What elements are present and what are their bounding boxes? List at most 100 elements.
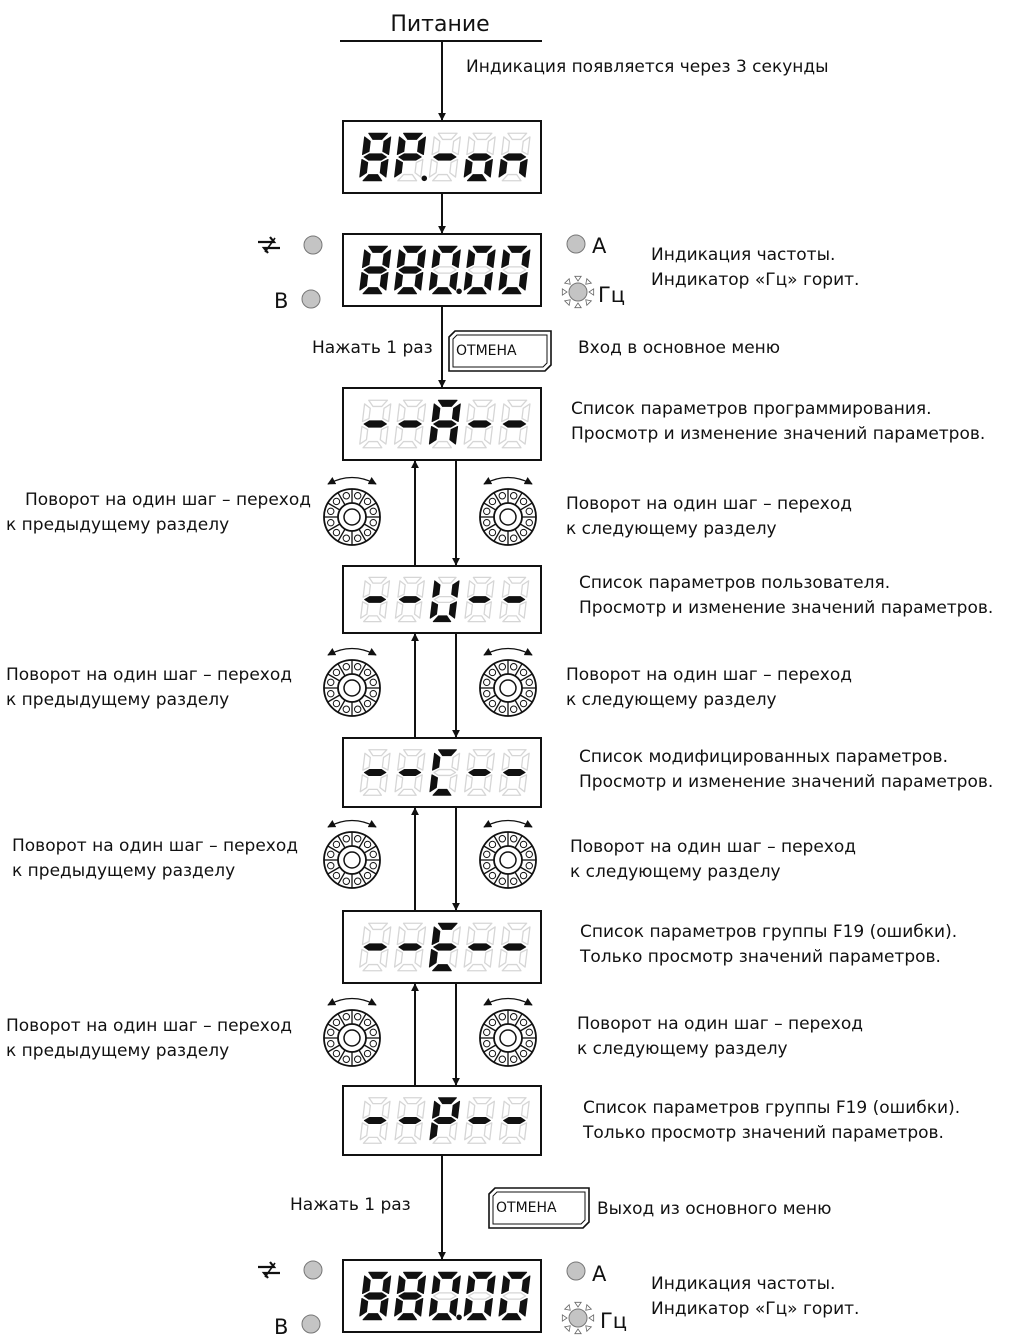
knob-next-2-grip <box>519 699 528 708</box>
segment-c <box>414 948 424 968</box>
knob-prev-4-grip <box>327 1028 335 1037</box>
segment-e <box>428 158 438 178</box>
ray <box>563 299 571 307</box>
segment-f <box>501 926 511 946</box>
rotate-prev-3-line-2: к предыдущему разделу <box>12 861 236 881</box>
knob-next-2-grip <box>488 699 497 708</box>
ray <box>574 275 582 282</box>
segment-b <box>521 249 531 269</box>
segment-e <box>394 158 403 178</box>
segment-e <box>394 271 403 291</box>
display-pon <box>342 120 542 194</box>
display-pon-digit-3 <box>428 132 461 182</box>
segment-f <box>466 136 476 156</box>
display-freq-bottom-digit-4 <box>463 1271 496 1321</box>
knob-next-3-rotation-arc <box>483 819 533 828</box>
segment-a <box>507 245 528 253</box>
rotate-next-4: Поворот на один шаг – переход к следующе… <box>577 1012 863 1062</box>
knob-prev-3-grip <box>369 861 377 870</box>
rotate-next-2-line-1: Поворот на один шаг – переход <box>566 665 853 685</box>
display-menu-e <box>342 910 542 984</box>
segment-b <box>520 752 530 771</box>
knob-next-1-rib <box>514 492 523 506</box>
knob-prev-4-grip <box>353 1013 362 1021</box>
knob-next-2-grip <box>509 705 518 713</box>
segment-d <box>467 615 487 623</box>
segment-g <box>502 943 527 951</box>
menu-desc-e-line-2: Только просмотр значений параметров. <box>580 947 941 967</box>
segment-e <box>394 1122 404 1141</box>
segment-f <box>396 136 406 156</box>
menu-desc-a: Список параметров программирования. Прос… <box>571 397 985 447</box>
rotate-prev-4-line-1: Поворот на один шаг – переход <box>6 1016 293 1036</box>
display-menu-u-digit-2 <box>394 576 425 623</box>
segment-e <box>498 425 508 445</box>
segment-g <box>398 1117 422 1124</box>
knob-next-3-grip <box>525 850 533 859</box>
segment-g <box>363 266 387 274</box>
display-menu-p-digit-3 <box>429 1097 461 1144</box>
segment-c <box>379 271 389 291</box>
segment-e <box>360 601 369 619</box>
rotate-next-1-line-2: к следующему разделу <box>566 519 777 539</box>
segment-g <box>432 266 457 274</box>
segment-d <box>397 1313 418 1321</box>
segment-a <box>507 1271 528 1279</box>
segment-d <box>397 963 418 972</box>
segment-g <box>398 1292 422 1300</box>
knob-prev-3-center <box>343 851 361 869</box>
segment-b <box>381 1100 391 1119</box>
segment-b <box>381 752 391 771</box>
knob-prev-3-rib <box>358 835 367 849</box>
knob-prev-4-grip <box>332 1049 341 1058</box>
segment-f <box>361 926 371 946</box>
knob-prev-2-rib <box>337 699 346 713</box>
segment-d <box>432 964 452 972</box>
segment-f <box>501 580 511 598</box>
segment-c <box>484 271 493 291</box>
led-a-top <box>566 234 586 254</box>
menu-desc-u: Список параметров пользователя. Просмотр… <box>579 571 993 621</box>
segment-f <box>431 926 441 946</box>
knob-next-1-rib <box>483 523 497 532</box>
segment-e <box>463 948 473 968</box>
knob-next-1-grip <box>488 528 497 537</box>
knob-prev-1-rib <box>337 492 346 506</box>
segment-e <box>498 1297 508 1317</box>
segment-d <box>502 615 521 623</box>
knob-prev-1-grip <box>369 507 377 516</box>
segment-d <box>362 788 383 796</box>
segment-g <box>502 1292 527 1300</box>
hz-lamp <box>568 1308 588 1328</box>
knob-next-1-rib <box>483 502 497 511</box>
knob-next-1-grip <box>498 492 507 500</box>
display-menu-e-digit-1 <box>359 922 392 972</box>
knob-next-1-grip <box>525 507 533 516</box>
knob-next-2-rib <box>483 694 497 703</box>
display-menu-a <box>342 387 542 461</box>
knob-prev-2-grip <box>332 699 341 708</box>
knob-next-2-rib <box>514 663 523 677</box>
ray <box>563 1303 571 1311</box>
knob-next-4-rotation-arc <box>483 997 533 1006</box>
segment-f <box>431 136 441 156</box>
segment-g <box>468 596 491 603</box>
segment-c <box>379 601 388 619</box>
segment-g <box>363 769 387 776</box>
press-once-label-1: Нажать 1 раз <box>312 338 433 358</box>
knob-next-4-grip <box>498 1013 507 1021</box>
indicator-b-label-2: B <box>274 1315 289 1339</box>
segment-g <box>467 420 492 428</box>
display-menu-p-digit-1 <box>359 1097 391 1144</box>
knob-prev-1-rib <box>337 528 346 542</box>
knob-prev-3-grip <box>363 871 372 880</box>
segment-b <box>451 249 461 269</box>
knob-prev-3-grip <box>332 840 341 849</box>
rotate-prev-2-line-1: Поворот на один шаг – переход <box>6 665 293 685</box>
knob-next-4-rib <box>519 1023 533 1032</box>
segment-e <box>498 948 508 968</box>
power-label: Питание <box>390 12 490 37</box>
knob-next-3-grip <box>498 835 507 843</box>
arrow-left <box>261 246 280 254</box>
segment-a <box>507 132 528 141</box>
